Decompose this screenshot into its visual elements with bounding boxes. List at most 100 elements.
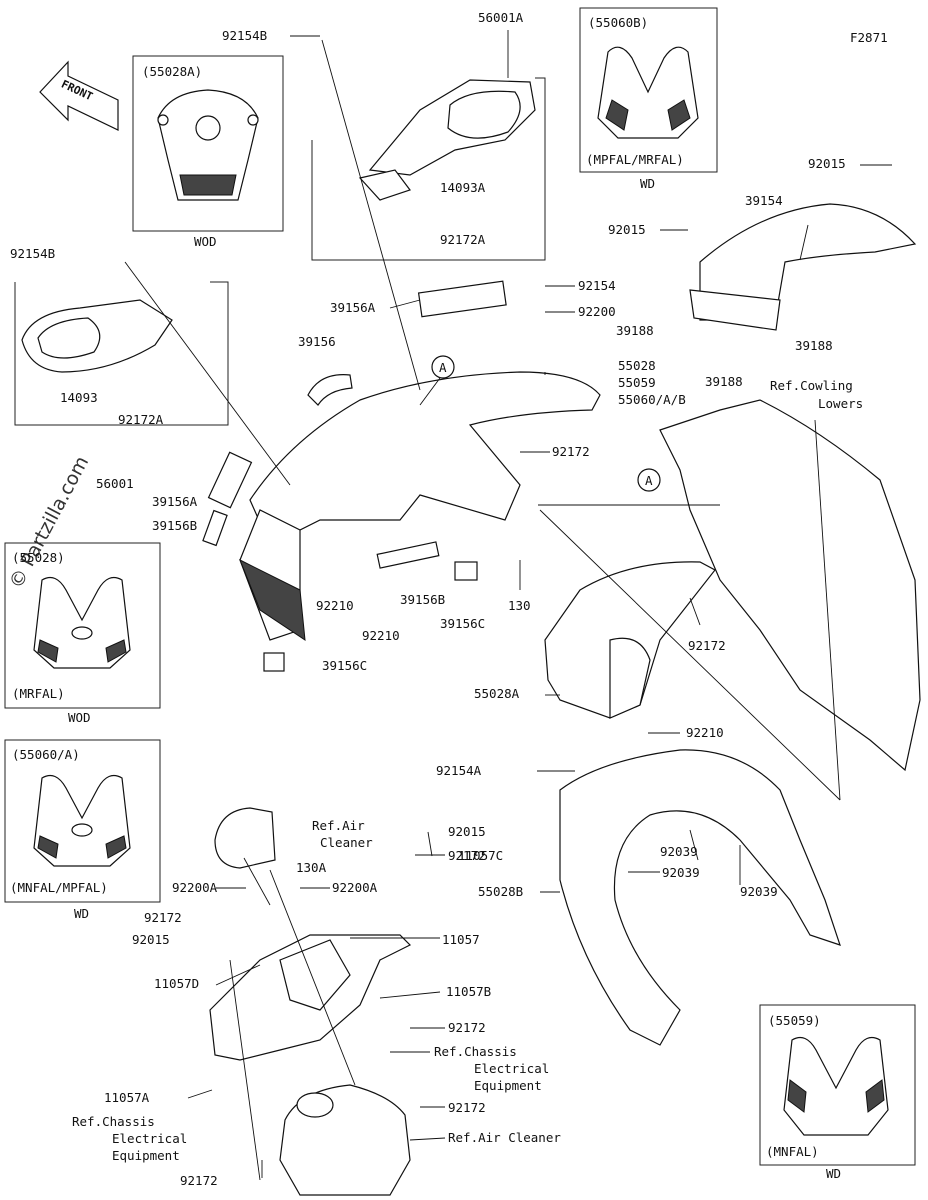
part-label: 39188 <box>705 374 743 389</box>
inset-title: (55060B) <box>588 15 648 30</box>
foam-39156 <box>307 374 353 406</box>
part-label: 92039 <box>662 865 700 880</box>
mirror-bracket-left <box>14 281 229 426</box>
part-label: 14093A <box>440 180 486 195</box>
inset-55028: (55028) (MRFAL) <box>4 542 161 709</box>
part-label: Ref.Air Cleaner <box>448 1130 561 1145</box>
part-label: 55059 <box>618 375 656 390</box>
part-label: 92154 <box>578 278 616 293</box>
part-label: 39156B <box>152 518 197 533</box>
part-label: Lowers <box>818 396 863 411</box>
callout-a-upper: A <box>431 355 455 379</box>
air-cleaner-lower <box>279 1084 411 1196</box>
inset-region: WD <box>74 906 89 921</box>
part-label: 92210 <box>316 598 354 613</box>
air-duct <box>214 807 276 869</box>
part-label: 11057 <box>442 932 480 947</box>
foam-39156A <box>417 280 507 318</box>
part-label: 92154B <box>222 28 267 43</box>
part-label: 55028 <box>618 358 656 373</box>
inner-panel-55028A <box>544 561 716 719</box>
inset-title: (55059) <box>768 1013 821 1028</box>
mirror-56001 <box>21 299 173 373</box>
foam-39156C <box>263 652 285 672</box>
watermark: © Partzilla.com <box>5 453 93 593</box>
part-label: 39156B <box>400 592 445 607</box>
part-label: 39156 <box>298 334 336 349</box>
part-label: Electrical <box>112 1131 187 1146</box>
inset-variant: (MPFAL/MRFAL) <box>586 152 684 167</box>
part-label: 39188 <box>795 338 833 353</box>
part-label: 92172A <box>440 232 486 247</box>
leader-lines <box>124 30 892 1181</box>
part-label: 92172A <box>118 412 164 427</box>
part-labels: 92154B 56001A 14093A 92172A 92015 39154 … <box>10 10 863 1188</box>
part-label: Ref.Chassis <box>434 1044 517 1059</box>
part-label: 130A <box>296 860 327 875</box>
part-label: Ref.Chassis <box>72 1114 155 1129</box>
foam-39156B <box>376 541 440 569</box>
inset-title: (55028) <box>12 550 65 565</box>
lower-cowl-55028B <box>559 749 841 1046</box>
part-label: 39188 <box>616 323 654 338</box>
part-label: 92200A <box>172 880 218 895</box>
part-label: 56001A <box>478 10 524 25</box>
part-label: 92015 <box>132 932 170 947</box>
part-label: 92172 <box>448 848 486 863</box>
part-label: 92200A <box>332 880 378 895</box>
part-label: Ref.Air <box>312 818 365 833</box>
part-label: 92172 <box>180 1173 218 1188</box>
part-label: Equipment <box>112 1148 180 1163</box>
inset-55060A: (55060/A) (MNFAL/MPFAL) <box>4 739 161 903</box>
part-label: 55028A <box>474 686 520 701</box>
inset-variant: (MNFAL/MPFAL) <box>10 880 108 895</box>
part-label: 92200 <box>578 304 616 319</box>
part-label: 56001 <box>96 476 134 491</box>
inset-variant: (MNFAL) <box>766 1144 819 1159</box>
part-label: 39156C <box>322 658 367 673</box>
windscreen-39154 <box>689 203 917 331</box>
mirror-bracket-right <box>311 77 546 261</box>
part-label: 92172 <box>552 444 590 459</box>
part-label: 39156A <box>152 494 198 509</box>
part-label: 39156C <box>440 616 485 631</box>
inset-region: WOD <box>194 234 217 249</box>
part-label: 130 <box>508 598 531 613</box>
part-label: 11057A <box>104 1090 150 1105</box>
part-label: 39154 <box>745 193 783 208</box>
part-label: 92154B <box>10 246 55 261</box>
inset-title: (55028A) <box>142 64 202 79</box>
frame-bracket-11057 <box>209 934 412 1061</box>
svg-text:A: A <box>645 473 653 488</box>
inset-region: WOD <box>68 710 91 725</box>
part-label: 92172 <box>688 638 726 653</box>
front-arrow-icon: FRONT <box>39 60 119 131</box>
inset-55060B: (55060B) (MPFAL/MRFAL) <box>579 7 718 173</box>
part-label: 92039 <box>660 844 698 859</box>
part-label: 92172 <box>448 1100 486 1115</box>
part-label: 92172 <box>144 910 182 925</box>
part-label: 11057D <box>154 976 199 991</box>
mirror-56001A <box>358 79 536 201</box>
foam-39156B <box>202 509 228 547</box>
part-label: 92015 <box>608 222 646 237</box>
foam-39156A <box>207 451 253 509</box>
part-label: Ref.Cowling <box>770 378 853 393</box>
part-label: Electrical <box>474 1061 549 1076</box>
upper-cowl-55028 <box>239 371 601 642</box>
inset-region: WD <box>826 1166 841 1181</box>
inset-55028A: (55028A) <box>132 55 284 232</box>
part-label: Cleaner <box>320 835 373 850</box>
figure-code: F2871 <box>850 30 888 45</box>
part-label: 39156A <box>330 300 376 315</box>
part-label: 11057B <box>446 984 491 999</box>
part-label: 92210 <box>686 725 724 740</box>
part-label: 92210 <box>362 628 400 643</box>
part-label: 92015 <box>808 156 846 171</box>
part-label: 55028B <box>478 884 523 899</box>
svg-text:A: A <box>439 360 447 375</box>
part-label: 92154A <box>436 763 482 778</box>
inset-55059: (55059) (MNFAL) <box>759 1004 916 1166</box>
part-label: Equipment <box>474 1078 542 1093</box>
